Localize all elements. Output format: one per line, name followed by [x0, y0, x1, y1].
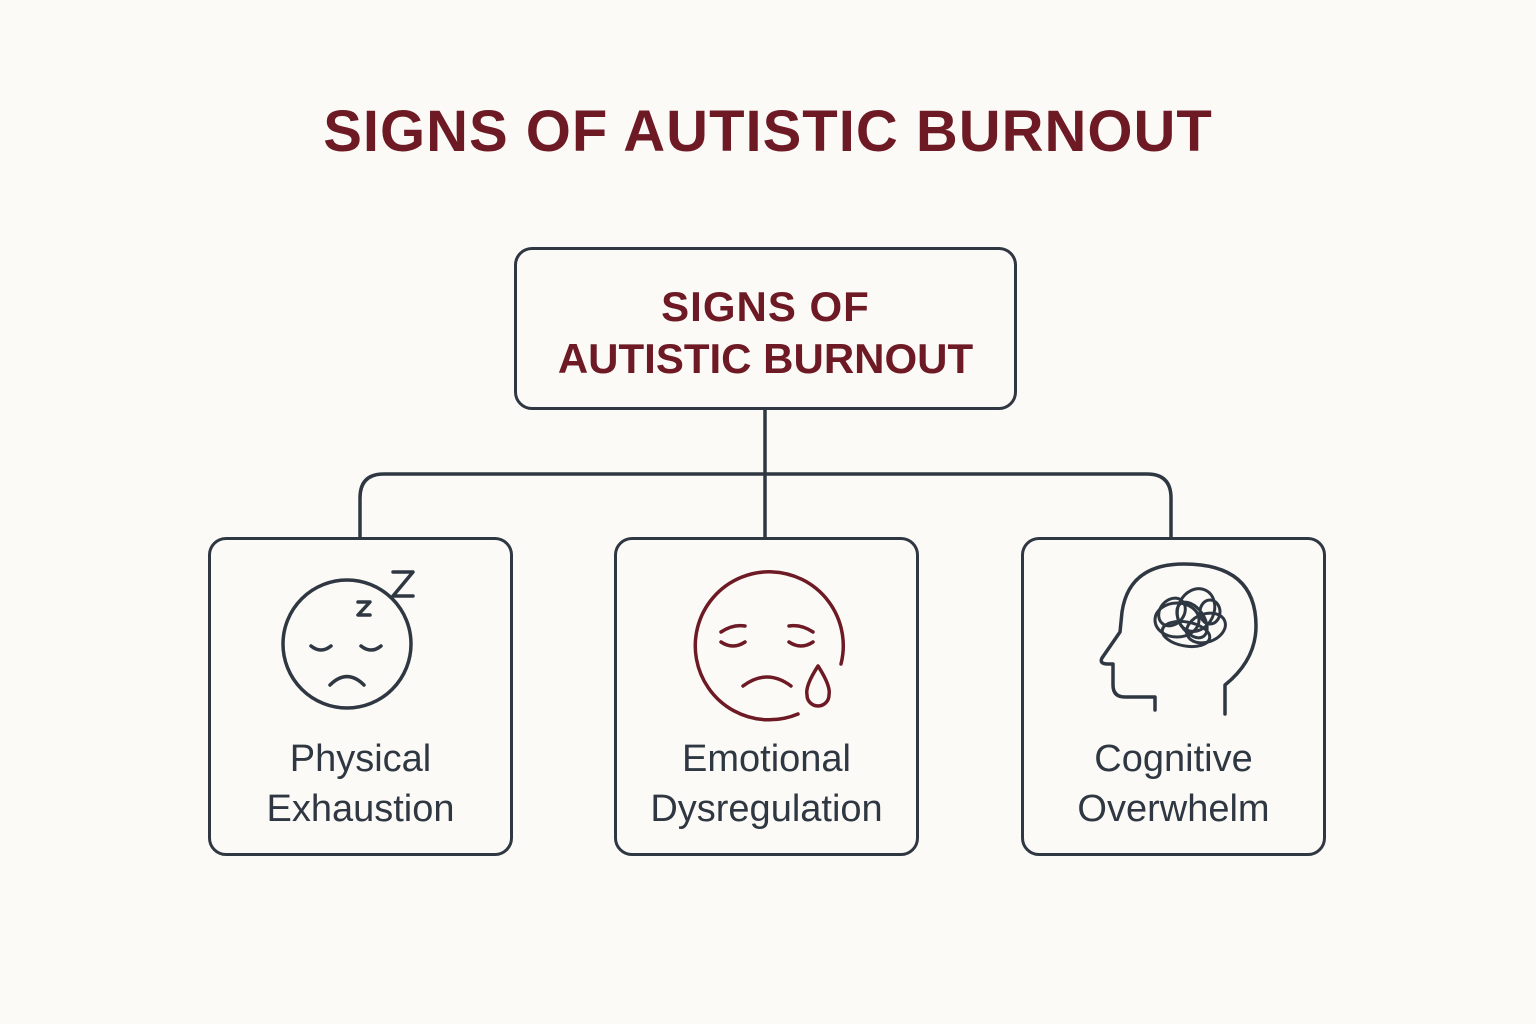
- cognitive-label-line2: Overwhelm: [1077, 788, 1270, 830]
- root-label-line2: AUTISTIC BURNOUT: [557, 335, 974, 382]
- root-label-line1: SIGNS OF: [661, 283, 870, 330]
- physical-exhaustion-card: Physical Exhaustion: [208, 537, 513, 856]
- branch-connector: [358, 472, 1173, 539]
- crying-face-icon: [693, 570, 845, 722]
- emotional-label-line2: Dysregulation: [650, 788, 883, 830]
- emotional-dysregulation-card: Emotional Dysregulation: [614, 537, 919, 856]
- page-title: SIGNS OF AUTISTIC BURNOUT: [323, 99, 1213, 164]
- physical-label-line1: Physical: [289, 738, 432, 780]
- cognitive-overwhelm-card: Cognitive Overwhelm: [1021, 537, 1326, 856]
- physical-label-line2: Exhaustion: [266, 788, 455, 830]
- root-node: SIGNS OF AUTISTIC BURNOUT: [514, 247, 1017, 410]
- tangled-head-icon: [1099, 562, 1258, 716]
- emotional-label-line1: Emotional: [682, 738, 851, 780]
- sleepy-face-icon: [281, 570, 415, 710]
- cognitive-label-line1: Cognitive: [1094, 738, 1253, 780]
